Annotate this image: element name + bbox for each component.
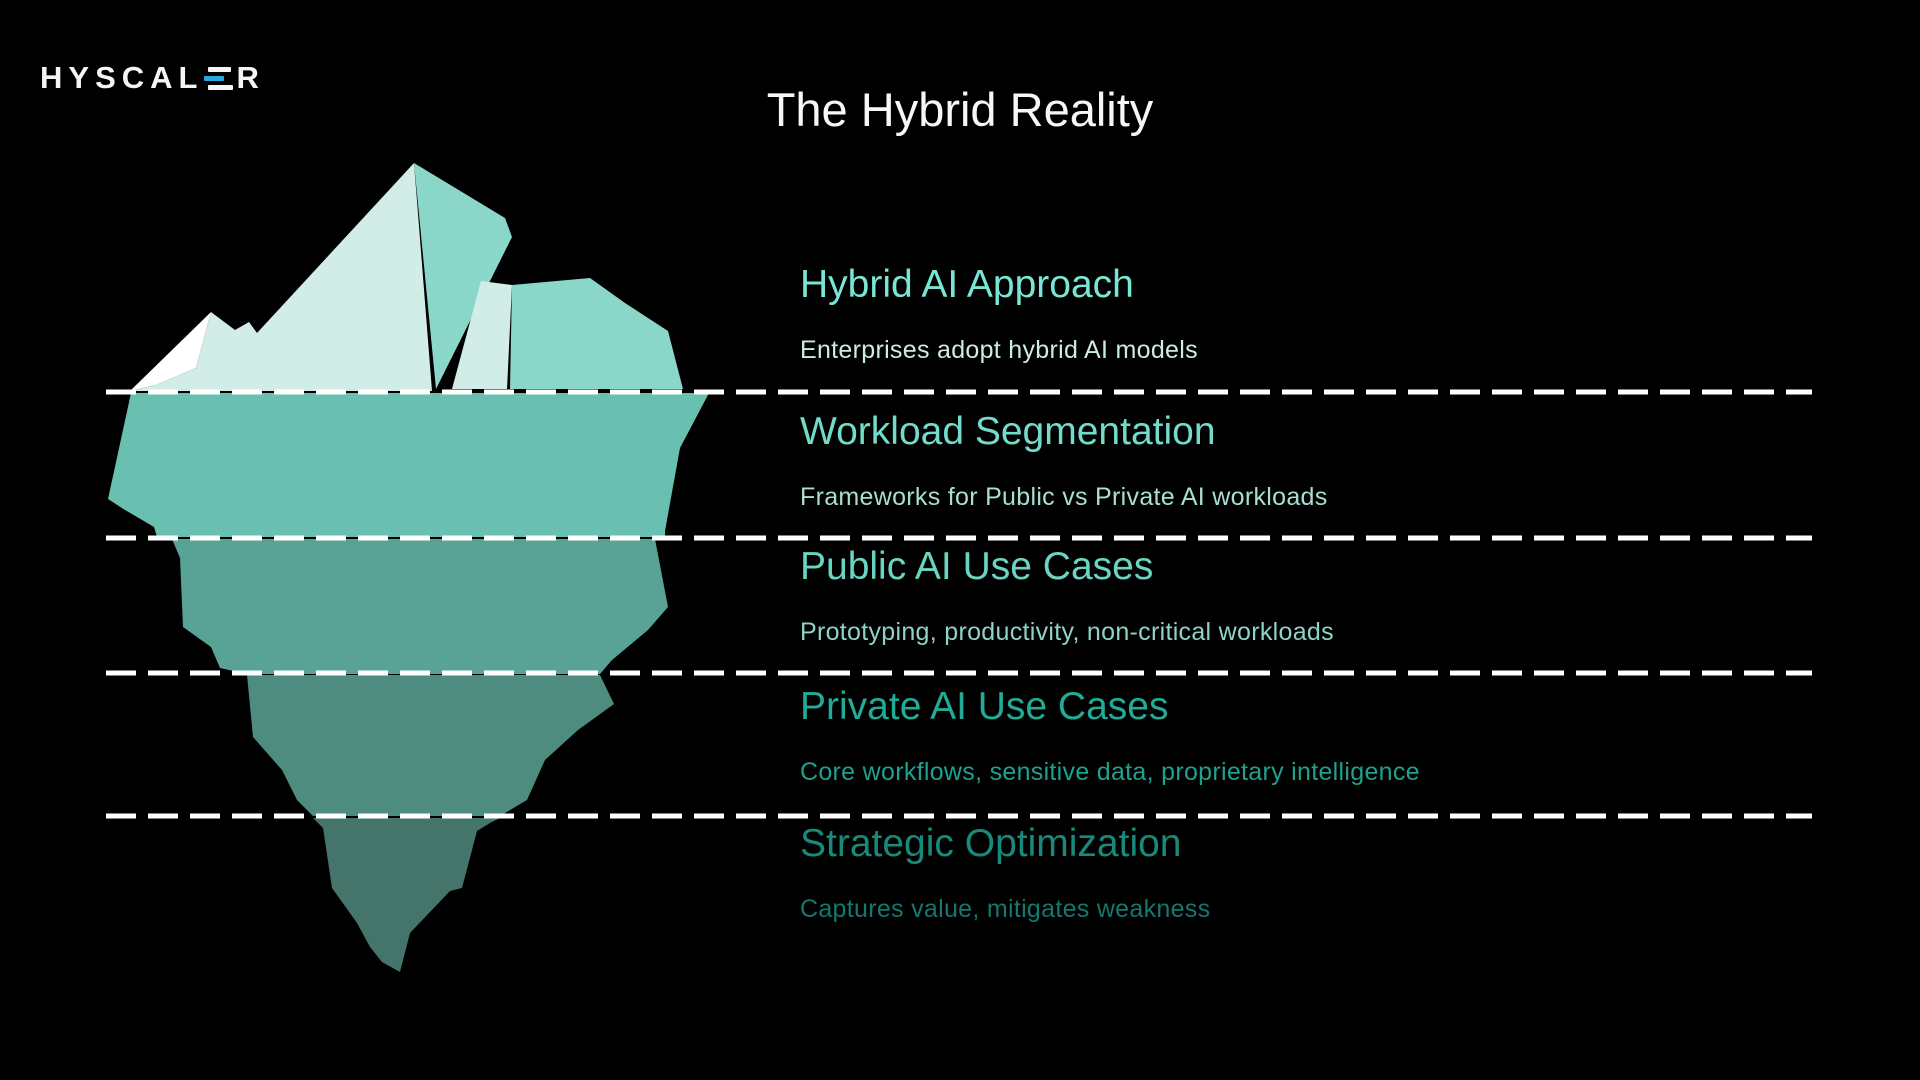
- iceberg-band3-shape: [172, 539, 668, 674]
- logo-e-bottom-bar: [208, 84, 234, 90]
- section-hybrid-ai-approach: Hybrid AI Approach Enterprises adopt hyb…: [800, 262, 1198, 365]
- section-workload-segmentation: Workload Segmentation Frameworks for Pub…: [800, 409, 1328, 512]
- section-heading: Workload Segmentation: [800, 410, 1216, 453]
- section-heading: Public AI Use Cases: [800, 545, 1154, 588]
- hyscaler-logo: HYSCAL R: [40, 60, 265, 96]
- page-title: The Hybrid Reality: [766, 83, 1154, 136]
- section-subtitle: Core workflows, sensitive data, propriet…: [800, 757, 1420, 786]
- section-heading: Hybrid AI Approach: [800, 263, 1134, 306]
- iceberg-facet-mid-right-peak: [414, 163, 512, 389]
- iceberg-band2-shape: [108, 393, 709, 537]
- section-strategic-optimization: Strategic Optimization Captures value, m…: [800, 821, 1210, 924]
- section-heading: Strategic Optimization: [800, 822, 1182, 865]
- logo-text-start: HYSCAL: [40, 60, 204, 95]
- iceberg-facet-light-sliver: [452, 281, 512, 389]
- iceberg-facet-light-main: [130, 163, 432, 391]
- section-subtitle: Enterprises adopt hybrid AI models: [800, 335, 1198, 364]
- iceberg-band4-shape: [247, 675, 614, 816]
- section-public-ai-use-cases: Public AI Use Cases Prototyping, product…: [800, 544, 1334, 647]
- section-private-ai-use-cases: Private AI Use Cases Core workflows, sen…: [800, 684, 1420, 787]
- logo-e-bars-icon: [204, 66, 234, 90]
- section-subtitle: Prototyping, productivity, non-critical …: [800, 617, 1334, 646]
- iceberg-facet-white: [130, 312, 211, 391]
- iceberg-band5-shape: [313, 818, 500, 972]
- section-heading: Private AI Use Cases: [800, 685, 1169, 728]
- logo-text-end: R: [236, 60, 265, 95]
- section-subtitle: Captures value, mitigates weakness: [800, 894, 1211, 923]
- section-subtitle: Frameworks for Public vs Private AI work…: [800, 482, 1328, 511]
- logo-e-accent-bar: [204, 75, 225, 81]
- iceberg-facet-mid-plateau: [510, 278, 683, 389]
- logo-e-top-bar: [208, 66, 232, 72]
